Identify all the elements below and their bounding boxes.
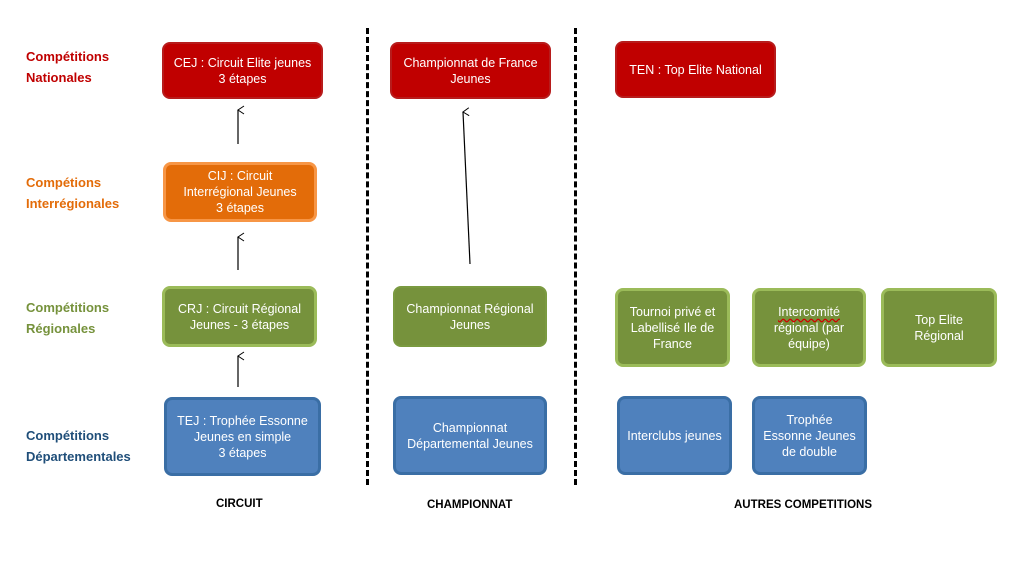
column-label-championnat: CHAMPIONNAT bbox=[427, 499, 513, 511]
trophee-double-box: Trophée Essonne Jeunes de double bbox=[752, 396, 867, 475]
championnat-france-box: Championnat de France Jeunes bbox=[390, 42, 551, 99]
championnat-regional-box: Championnat Régional Jeunes bbox=[393, 286, 547, 347]
level-label-interregionales: Compétions Interrégionales bbox=[26, 172, 119, 214]
level-label-line: Départementales bbox=[26, 449, 131, 464]
level-label-nationales: Compétitions Nationales bbox=[26, 46, 109, 88]
level-label-line: Compétions bbox=[26, 175, 102, 190]
column-label-autres: AUTRES COMPETITIONS bbox=[734, 499, 873, 511]
arrow-regional-to-france bbox=[462, 107, 471, 265]
level-label-departementales: Compétitions Départementales bbox=[26, 425, 131, 467]
ten-box: TEN : Top Elite National bbox=[615, 41, 776, 98]
cij-box: CIJ : Circuit Interrégional Jeunes 3 éta… bbox=[163, 162, 317, 222]
crj-box: CRJ : Circuit Régional Jeunes - 3 étapes bbox=[162, 286, 317, 347]
level-label-line: Compétitions bbox=[26, 428, 110, 443]
level-label-regionales: Compétitions Régionales bbox=[26, 297, 109, 339]
championnat-departemental-box: Championnat Départemental Jeunes bbox=[393, 396, 547, 475]
interclubs-box: Interclubs jeunes bbox=[617, 396, 732, 475]
cej-box: CEJ : Circuit Elite jeunes 3 étapes bbox=[162, 42, 323, 99]
intercomite-word: Intercomité bbox=[778, 304, 840, 319]
top-elite-regional-box: Top Elite Régional bbox=[881, 288, 997, 367]
tournoi-prive-box: Tournoi privé et Labellisé Ile de France bbox=[615, 288, 730, 367]
column-label-circuit: CIRCUIT bbox=[216, 498, 263, 510]
tej-box: TEJ : Trophée Essonne Jeunes en simple 3… bbox=[164, 397, 321, 476]
column-divider-1 bbox=[366, 28, 369, 485]
level-label-line: Interrégionales bbox=[26, 196, 120, 211]
level-label-line: Nationales bbox=[26, 70, 92, 85]
level-label-line: Compétitions bbox=[26, 49, 110, 64]
level-label-line: Régionales bbox=[26, 321, 96, 336]
intercomite-rest: régional (par équipe) bbox=[773, 320, 845, 351]
level-label-line: Compétitions bbox=[26, 300, 110, 315]
intercomite-box: Intercomité régional (par équipe) bbox=[752, 288, 866, 367]
column-divider-2 bbox=[574, 28, 577, 485]
